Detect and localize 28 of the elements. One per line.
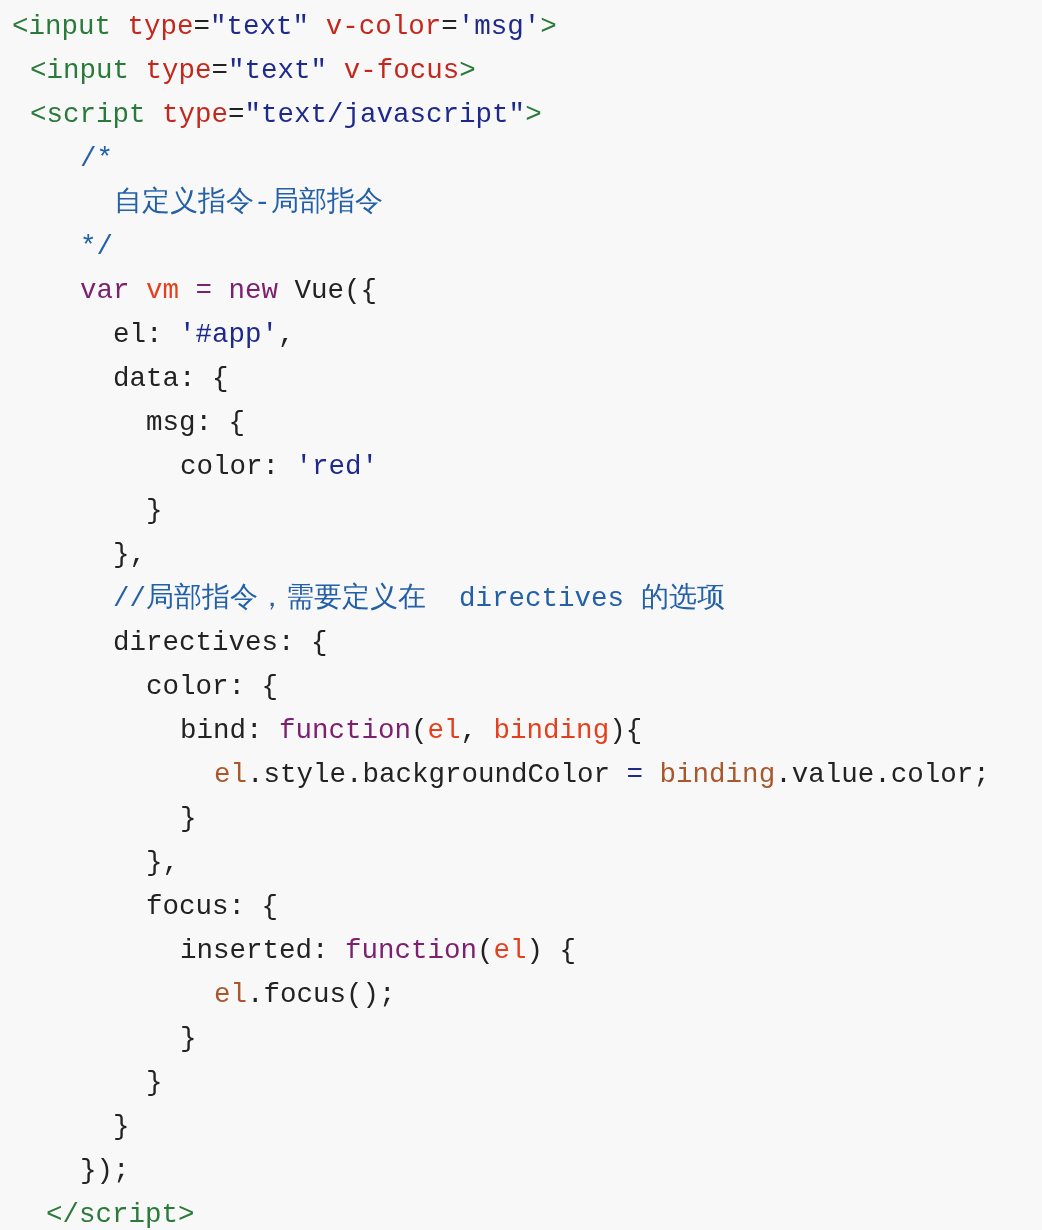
code-line: <input type="text" v-color='msg'> (12, 10, 557, 44)
code-line: el.focus(); (214, 978, 396, 1012)
code-line: focus: { (146, 890, 279, 924)
code-line: msg: { (146, 406, 246, 440)
code-line: color: { (146, 670, 279, 704)
code-line: inserted: function(el) { (180, 934, 577, 968)
code-line: }, (146, 846, 179, 880)
code-line: } (180, 1022, 197, 1056)
code-line: } (146, 494, 163, 528)
code-line: } (180, 802, 197, 836)
code-line: <input type="text" v-focus> (30, 54, 476, 88)
code-line: <script type="text/javascript"> (30, 98, 542, 132)
code-line: //局部指令，需要定义在 directives 的选项 (113, 582, 725, 616)
code-line: </script> (46, 1198, 195, 1230)
code-line: directives: { (113, 626, 328, 660)
code-line: }); (80, 1154, 130, 1188)
code-line: /* (80, 142, 113, 176)
code-line: 自定义指令-局部指令 (114, 186, 383, 220)
code-line: el: '#app', (113, 318, 295, 352)
code-line: color: 'red' (180, 450, 379, 484)
code-line: data: { (113, 362, 229, 396)
code-line: } (146, 1066, 163, 1100)
code-line: bind: function(el, binding){ (180, 714, 643, 748)
code-line: }, (113, 538, 146, 572)
code-line: el.style.backgroundColor = binding.value.color; (214, 758, 990, 792)
code-line: var vm = new Vue({ (80, 274, 378, 308)
code-line: */ (80, 230, 113, 264)
code-line: } (113, 1110, 130, 1144)
